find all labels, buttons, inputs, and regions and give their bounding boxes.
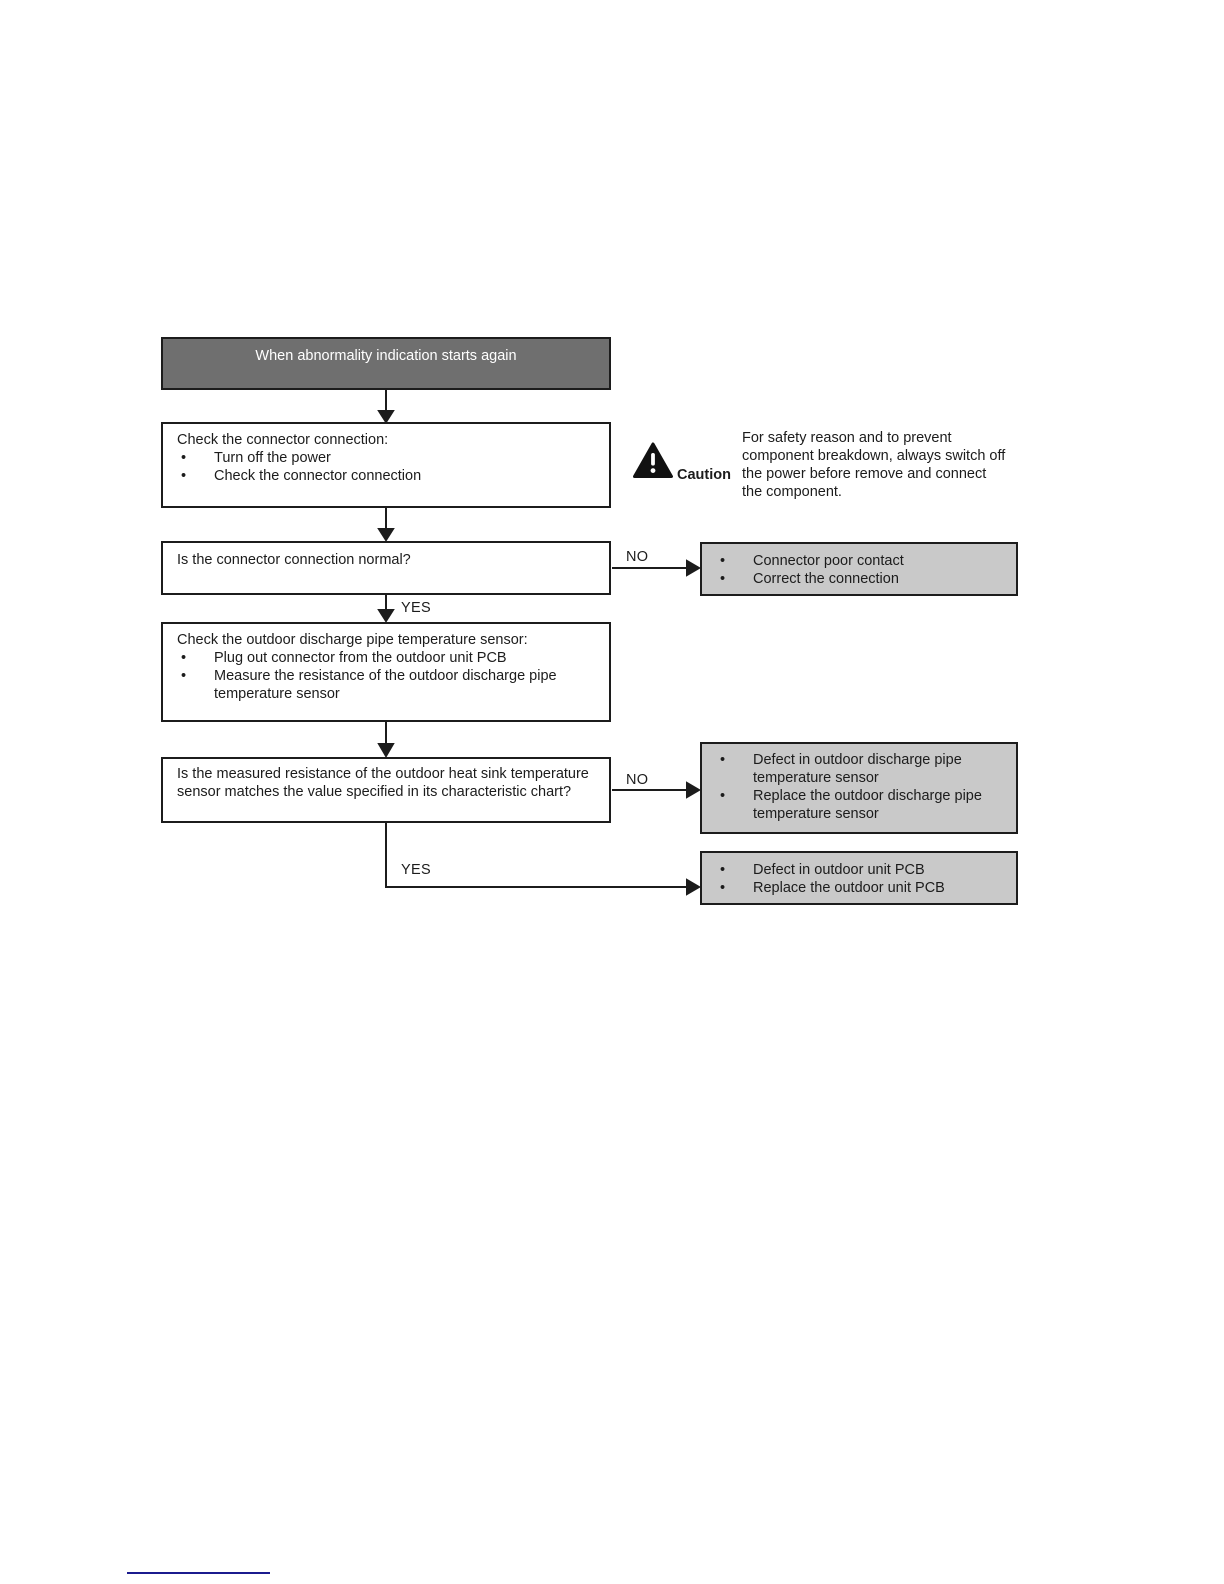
flow-result-pcb-box: • Defect in outdoor unit PCB • Replace t…	[700, 851, 1018, 905]
bullet-marker: •	[181, 468, 187, 484]
bullet-item: • Measure the resistance of the outdoor …	[181, 667, 599, 703]
flow-step-check-sensor-box: Check the outdoor discharge pipe tempera…	[161, 622, 611, 722]
bullet-list: • Defect in outdoor discharge pipe tempe…	[716, 751, 1008, 823]
edge-label-no: NO	[626, 772, 649, 788]
edge-label-no: NO	[626, 549, 649, 565]
bullet-item: • Defect in outdoor unit PCB	[720, 861, 1008, 879]
bullet-marker: •	[720, 553, 726, 569]
bullet-text: Turn off the power	[214, 450, 331, 466]
flow-result-sensor-box: • Defect in outdoor discharge pipe tempe…	[700, 742, 1018, 834]
bullet-item: • Correct the connection	[720, 570, 1008, 588]
bullet-list: • Defect in outdoor unit PCB • Replace t…	[716, 861, 1008, 897]
footer-divider-line	[127, 1572, 270, 1574]
bullet-marker: •	[720, 571, 726, 587]
bullet-item: • Check the connector connection	[181, 467, 599, 485]
bullet-text: Defect in outdoor discharge pipe tempera…	[753, 752, 962, 786]
step-title: Check the outdoor discharge pipe tempera…	[177, 632, 528, 648]
caution-label: Caution	[677, 467, 731, 483]
bullet-marker: •	[181, 650, 187, 666]
bullet-marker: •	[720, 862, 726, 878]
bullet-item: • Connector poor contact	[720, 552, 1008, 570]
bullet-list: • Turn off the power • Check the connect…	[177, 449, 599, 485]
caution-block: Caution	[629, 440, 739, 490]
flow-result-connector-box: • Connector poor contact • Correct the c…	[700, 542, 1018, 596]
bullet-item: • Replace the outdoor discharge pipe tem…	[720, 787, 1008, 823]
step-title: Check the connector connection:	[177, 432, 389, 448]
bullet-marker: •	[720, 788, 726, 804]
bullet-list: • Connector poor contact • Correct the c…	[716, 552, 1008, 588]
flow-start-label: When abnormality indication starts again	[255, 348, 517, 364]
caution-warning-icon	[633, 442, 673, 484]
bullet-item: • Plug out connector from the outdoor un…	[181, 649, 599, 667]
bullet-item: • Turn off the power	[181, 449, 599, 467]
edge-label-yes: YES	[401, 862, 431, 878]
bullet-text: Plug out connector from the outdoor unit…	[214, 650, 507, 666]
decision-question: Is the connector connection normal?	[177, 552, 411, 568]
bullet-text: Correct the connection	[753, 571, 899, 587]
flow-decision-resistance-box: Is the measured resistance of the outdoo…	[161, 757, 611, 823]
bullet-marker: •	[181, 668, 187, 684]
flow-start-box: When abnormality indication starts again	[161, 337, 611, 390]
caution-note-text: For safety reason and to prevent compone…	[742, 430, 1006, 500]
bullet-text: Defect in outdoor unit PCB	[753, 862, 925, 878]
bullet-list: • Plug out connector from the outdoor un…	[177, 649, 599, 703]
bullet-text: Replace the outdoor discharge pipe tempe…	[753, 788, 982, 822]
bullet-text: Check the connector connection	[214, 468, 422, 484]
bullet-item: • Defect in outdoor discharge pipe tempe…	[720, 751, 1008, 787]
bullet-marker: •	[720, 880, 726, 896]
decision-question: Is the measured resistance of the outdoo…	[177, 766, 589, 800]
edge-label-yes: YES	[401, 600, 431, 616]
bullet-item: • Replace the outdoor unit PCB	[720, 879, 1008, 897]
bullet-text: Measure the resistance of the outdoor di…	[214, 668, 557, 702]
bullet-marker: •	[720, 752, 726, 768]
flow-step-check-connector-box: Check the connector connection: • Turn o…	[161, 422, 611, 508]
flow-decision-connector-box: Is the connector connection normal?	[161, 541, 611, 595]
bullet-marker: •	[181, 450, 187, 466]
bullet-text: Connector poor contact	[753, 553, 904, 569]
bullet-text: Replace the outdoor unit PCB	[753, 880, 945, 896]
